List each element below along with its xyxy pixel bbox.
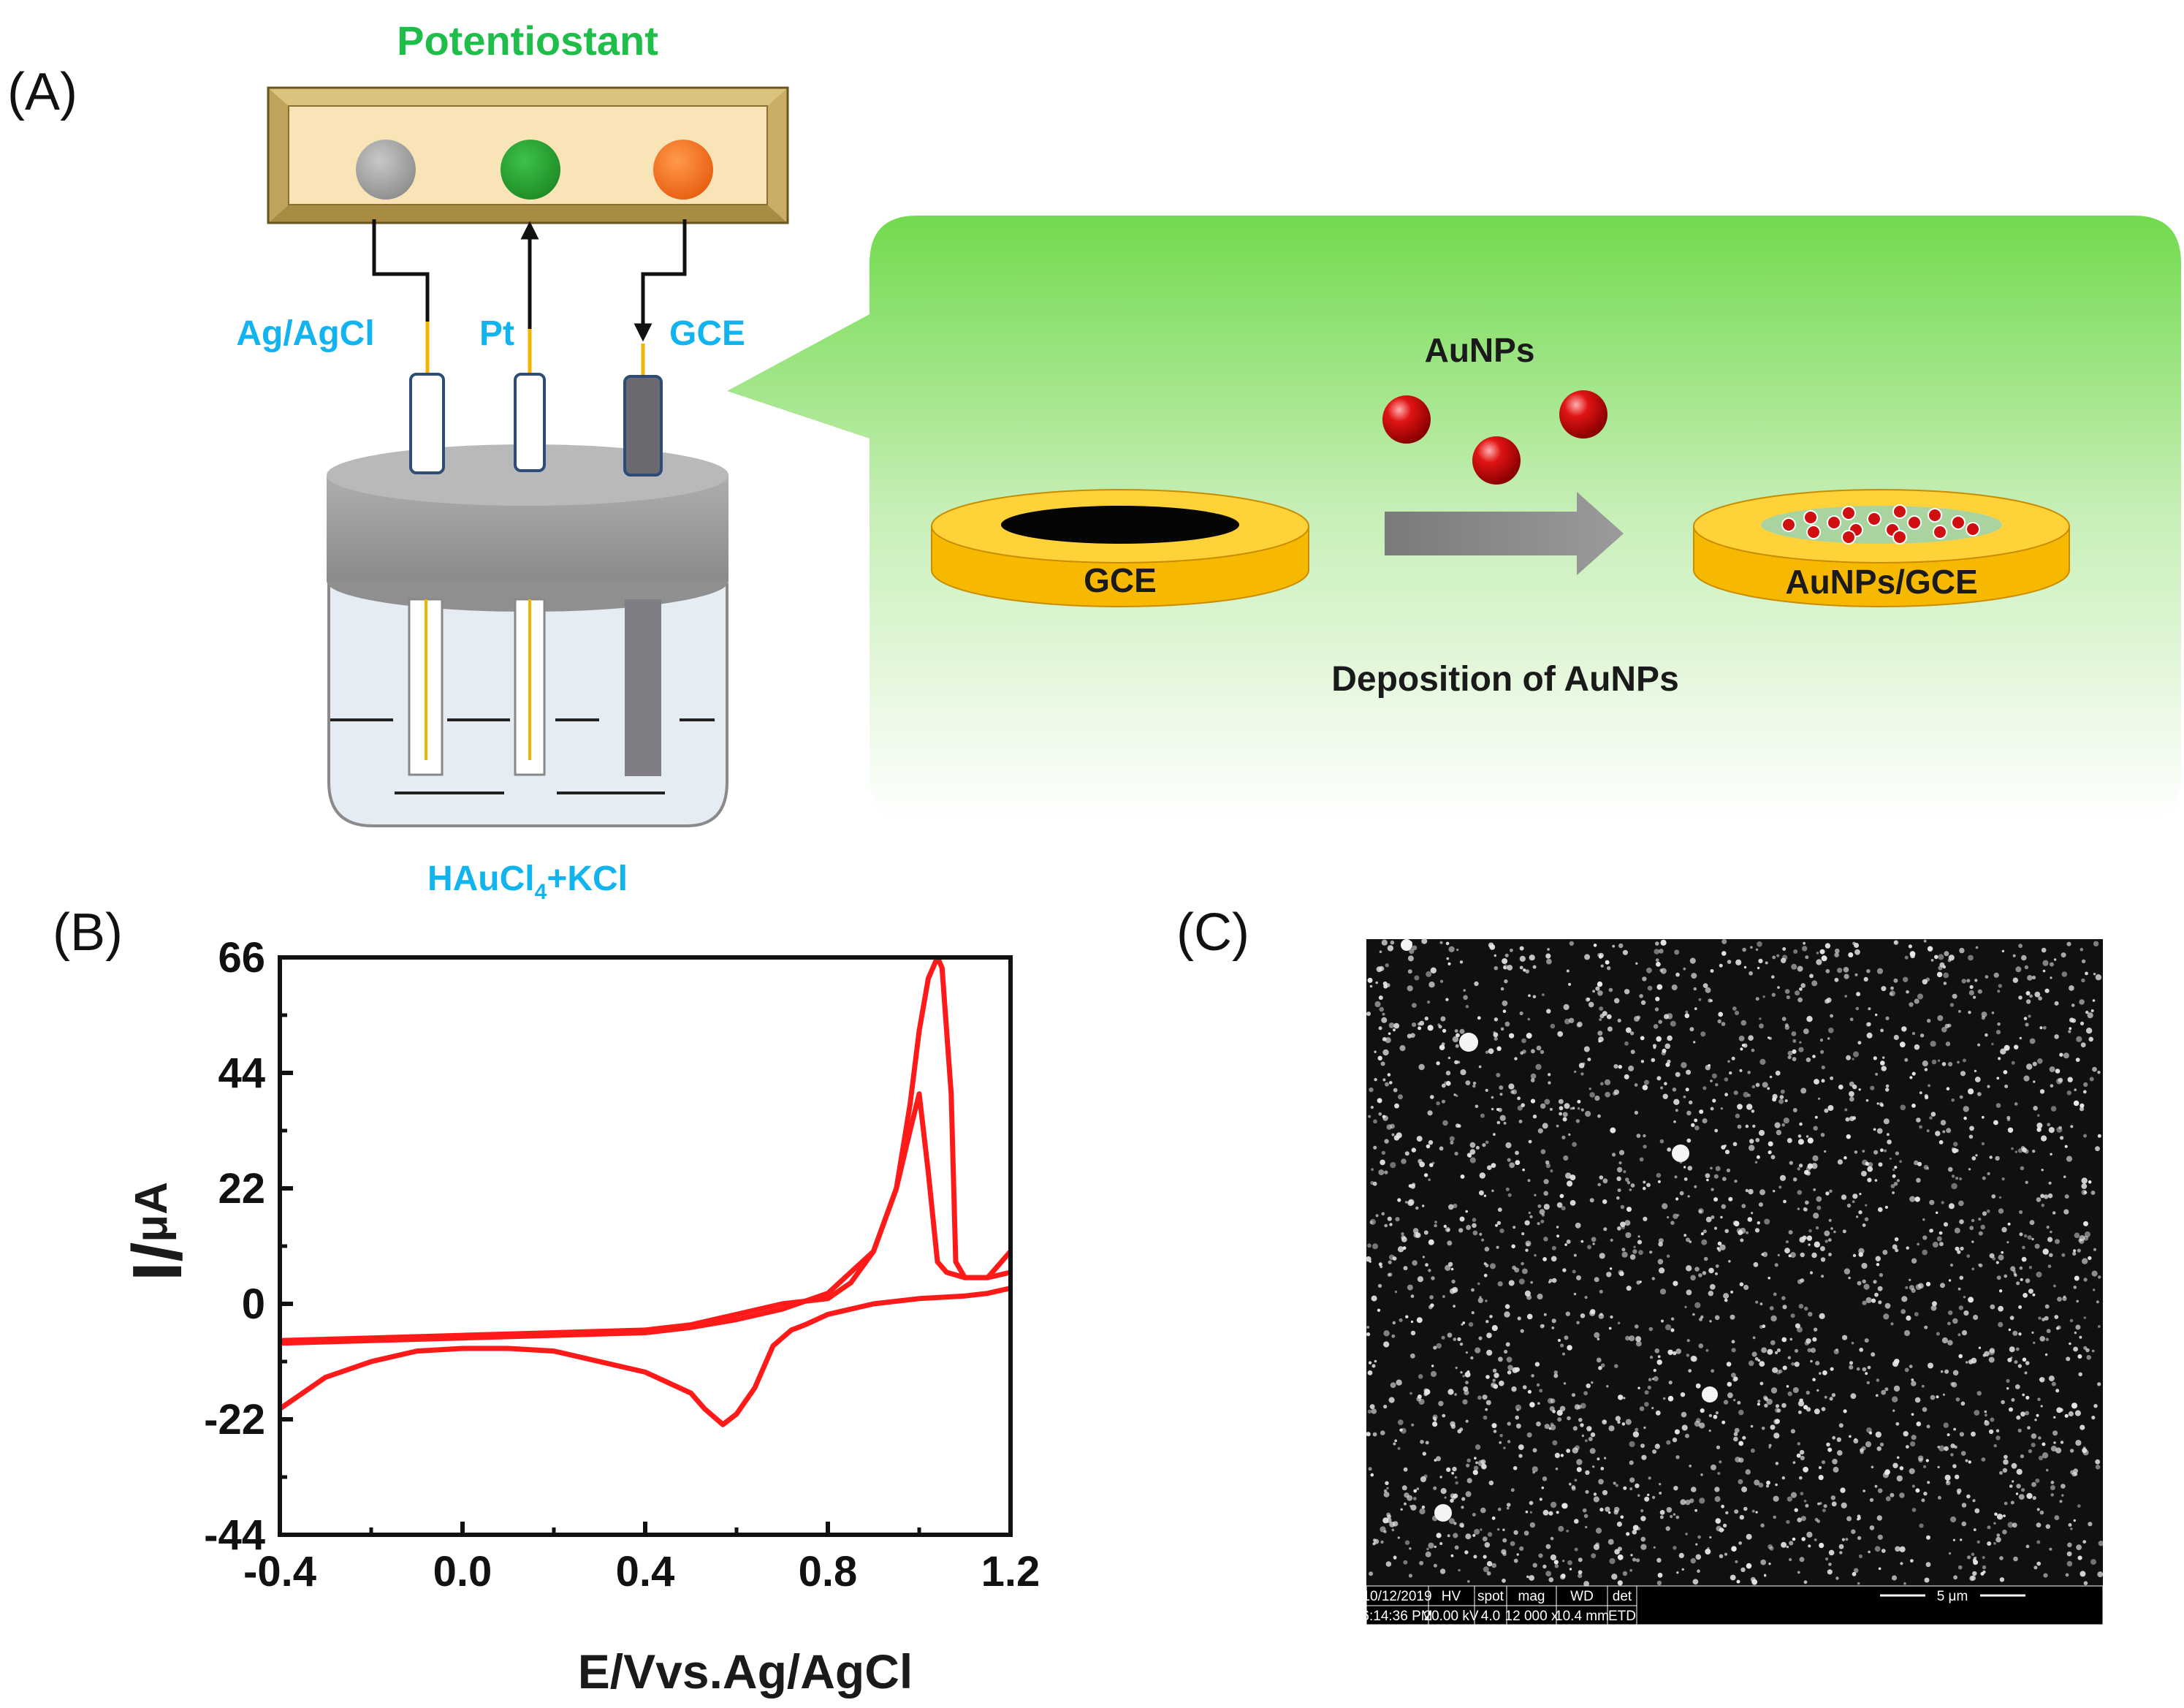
panel-label-c: (C): [1176, 903, 1249, 962]
electrode-leads: [425, 322, 645, 376]
sem-value-mag: 12 000 x: [1505, 1609, 1559, 1624]
cv-curve-2: [280, 1286, 1011, 1427]
cv-curve-3: [280, 1091, 1011, 1346]
sem-date: 10/12/2019: [1362, 1589, 1431, 1604]
panel-label-a: (A): [7, 63, 77, 121]
y-tick-label: 22: [218, 1165, 265, 1212]
gce-label: GCE: [1084, 561, 1157, 599]
sem-value-det: ETD: [1608, 1609, 1636, 1624]
sem-header-spot: spot: [1477, 1589, 1504, 1604]
sem-value-wd: 10.4 mm: [1555, 1609, 1609, 1624]
sem-header-wd: WD: [1570, 1589, 1594, 1604]
sem-info-bar: 10/12/2019 6:14:36 PM HV spot mag WD det…: [1361, 1586, 2025, 1625]
y-tick-label: -22: [204, 1396, 265, 1443]
x-axis-label: E/Vvs.Ag/AgCl: [578, 1644, 913, 1698]
sem-time: 6:14:36 PM: [1361, 1609, 1432, 1624]
bare-gce-disk: [931, 489, 1309, 607]
sem-scale-bar: 5 μm: [1937, 1589, 1968, 1604]
nanoparticle-icon: [1559, 390, 1607, 439]
y-axis-label: I/μA: [118, 1182, 197, 1281]
y-tick-label: 0: [242, 1280, 265, 1328]
sem-header-hv: HV: [1442, 1589, 1461, 1604]
sem-header-mag: mag: [1518, 1589, 1545, 1604]
potentiostat-title: Potentiostant: [397, 18, 658, 64]
x-tick-label: 0.4: [616, 1548, 675, 1595]
reference-terminal-icon: [356, 140, 416, 200]
cv-curve-1: [280, 957, 1011, 1343]
wires: [372, 219, 687, 342]
working-terminal-icon: [653, 140, 713, 200]
aunps-gce-label: AuNPs/GCE: [1785, 563, 1977, 601]
electrode-label-reference: Ag/AgCl: [236, 314, 374, 353]
y-tick-label: 66: [218, 934, 265, 982]
plot-frame: [278, 955, 1013, 1537]
x-tick-label: 0.0: [433, 1548, 492, 1595]
process-arrow: [1385, 492, 1624, 575]
sem-value-hv: 20.00 kV: [1424, 1609, 1479, 1624]
electrode-label-counter: Pt: [479, 314, 514, 353]
y-tick-label: 44: [218, 1050, 265, 1097]
sem-image: [1366, 938, 2104, 1625]
x-tick-label: 1.2: [981, 1548, 1040, 1595]
nanoparticle-icon: [1472, 436, 1521, 485]
x-tick-label: -0.4: [243, 1548, 316, 1595]
solution-label: HAuCl4+KCl: [427, 859, 628, 904]
electrode-label-working: GCE: [669, 314, 745, 353]
cv-chart: -0.4 0.0 0.4 0.8 1.2 -44 -22 0 22 44 66: [204, 934, 1040, 1595]
y-tick-label: -44: [204, 1511, 265, 1559]
electrochemical-cell: [327, 373, 728, 827]
deposition-label: Deposition of AuNPs: [1331, 660, 1679, 699]
deposited-nanoparticles: [1781, 504, 1980, 544]
aunps-label: AuNPs: [1425, 331, 1535, 369]
counter-terminal-icon: [501, 140, 560, 200]
sem-value-spot: 4.0: [1481, 1609, 1500, 1624]
nanoparticle-icon: [1382, 395, 1431, 444]
x-tick-label: 0.8: [799, 1548, 858, 1595]
panel-label-b: (B): [53, 903, 123, 962]
sem-header-det: det: [1613, 1589, 1632, 1604]
